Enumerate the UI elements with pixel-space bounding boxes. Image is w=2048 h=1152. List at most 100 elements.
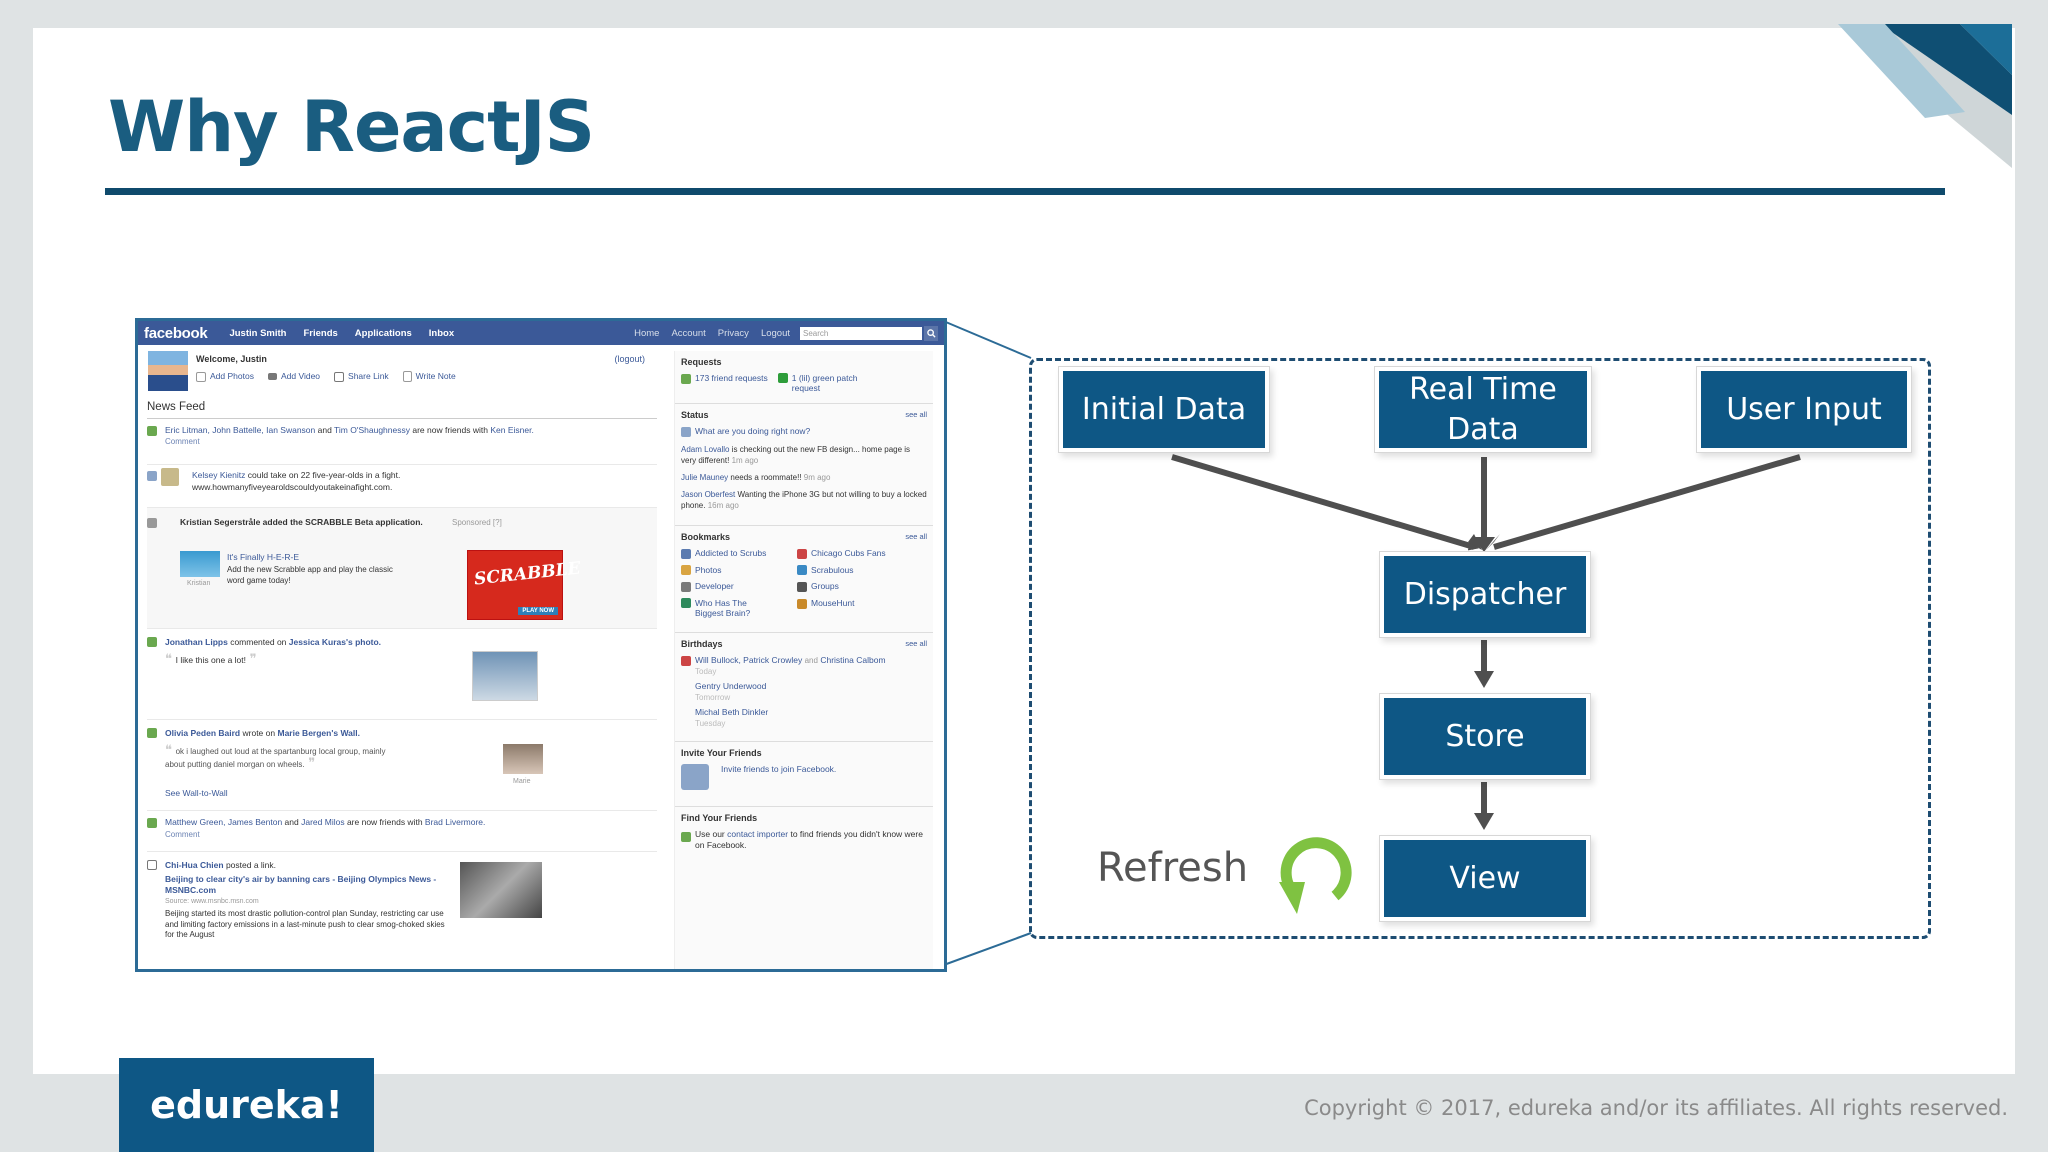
- green-patch-icon: [777, 373, 788, 383]
- bookmark-app-icon: [797, 565, 807, 576]
- facebook-screenshot: facebook Justin Smith Friends Applicatio…: [135, 318, 947, 972]
- feed-item: Eric Litman, John Battelle, Ian Swanson …: [147, 419, 657, 465]
- comment-icon: [147, 637, 157, 647]
- facebook-sidebar: Requests 173 friend requests 1 (lil) gre…: [674, 351, 933, 969]
- feed-item: Matthew Green, James Benton and Jared Mi…: [147, 811, 657, 852]
- nav-applications[interactable]: Applications: [354, 327, 412, 339]
- feed-item: Jonathan Lipps commented on Jessica Kura…: [147, 629, 657, 720]
- refresh-arrow-icon: [1279, 837, 1352, 914]
- photos-icon: [681, 565, 691, 576]
- news-feed-title: News Feed: [147, 401, 657, 419]
- friends-icon: [681, 373, 691, 384]
- play-now-button[interactable]: PLAY NOW: [518, 607, 558, 615]
- dispatcher-box: Dispatcher: [1380, 552, 1590, 637]
- bookmark-item[interactable]: Developer: [681, 581, 797, 592]
- bookmark-item[interactable]: Scrabulous: [797, 565, 917, 576]
- flux-diagram-border: [1029, 358, 1931, 939]
- avatar[interactable]: [161, 468, 179, 486]
- search-button[interactable]: [924, 325, 938, 341]
- photo-thumbnail[interactable]: [472, 651, 538, 701]
- invite-friends-link[interactable]: Invite friends to join Facebook.: [721, 764, 837, 774]
- scrabble-thumbnail[interactable]: [180, 551, 220, 577]
- green-patch-request-link[interactable]: 1 (lil) green patch request: [777, 373, 878, 393]
- friend-requests-link[interactable]: 173 friend requests: [681, 373, 768, 393]
- search-input[interactable]: Search: [800, 326, 922, 340]
- sponsored-label[interactable]: Sponsored [?]: [452, 518, 502, 527]
- refresh-label: Refresh: [1097, 845, 1249, 891]
- note-icon: [402, 371, 412, 383]
- bookmark-item[interactable]: MouseHunt: [797, 598, 917, 618]
- requests-section: Requests 173 friend requests 1 (lil) gre…: [675, 351, 933, 397]
- logout-link[interactable]: (logout): [614, 354, 645, 364]
- page-title: Why ReactJS: [108, 86, 595, 168]
- welcome-text: Welcome, Justin: [196, 354, 267, 364]
- wall-post-icon: [147, 728, 157, 738]
- bookmark-app-icon: [797, 598, 807, 609]
- nav-privacy[interactable]: Privacy: [717, 327, 749, 339]
- initial-data-box: Initial Data: [1059, 367, 1269, 452]
- view-box: View: [1380, 836, 1590, 921]
- see-all-link[interactable]: see all: [905, 410, 927, 419]
- birthday-icon: [681, 656, 691, 666]
- scrabble-ad-image[interactable]: SCRABBLE PLAY NOW: [467, 550, 581, 620]
- facebook-logo[interactable]: facebook: [144, 324, 208, 342]
- article-thumbnail[interactable]: [460, 862, 542, 918]
- invite-friends-icon: [681, 764, 709, 790]
- nav-account[interactable]: Account: [671, 327, 706, 339]
- facebook-top-bar: facebook Justin Smith Friends Applicatio…: [138, 321, 944, 345]
- user-icon: [147, 471, 157, 481]
- user-icon: [681, 426, 691, 437]
- copyright-text: Copyright © 2017, edureka and/or its aff…: [1304, 1096, 2008, 1120]
- camera-icon: [196, 371, 206, 382]
- ad-headline-link[interactable]: It's Finally H-E-R-E: [227, 552, 299, 562]
- bookmark-item[interactable]: Addicted to Scrubs: [681, 548, 797, 559]
- nav-logout[interactable]: Logout: [760, 327, 790, 339]
- see-all-link[interactable]: see all: [905, 639, 927, 648]
- share-link-action[interactable]: Share Link: [334, 371, 389, 382]
- share-icon: [334, 371, 345, 382]
- store-box: Store: [1380, 694, 1590, 779]
- feed-item: Chi-Hua Chien posted a link. Beijing to …: [147, 852, 657, 952]
- search-icon: [926, 328, 936, 338]
- bookmark-item[interactable]: Photos: [681, 565, 797, 576]
- find-friends-section: Find Your Friends Use our contact import…: [675, 806, 933, 855]
- nav-friends[interactable]: Friends: [303, 327, 338, 339]
- friends-icon: [147, 426, 157, 436]
- status-prompt[interactable]: What are you doing right now?: [681, 426, 927, 437]
- comment-link[interactable]: Comment: [165, 830, 200, 839]
- see-wall-link[interactable]: See Wall-to-Wall: [165, 788, 228, 798]
- nav-profile[interactable]: Justin Smith: [229, 327, 287, 339]
- feed-item: Olivia Peden Baird wrote on Marie Bergen…: [147, 720, 657, 811]
- contact-importer-link[interactable]: contact importer: [727, 829, 789, 839]
- bookmark-item[interactable]: Who Has The Biggest Brain?: [681, 598, 797, 618]
- edureka-logo: edureka!: [119, 1058, 374, 1152]
- video-icon: [267, 373, 277, 381]
- nav-home[interactable]: Home: [634, 327, 660, 339]
- bookmark-item[interactable]: Groups: [797, 581, 917, 592]
- groups-icon: [797, 582, 807, 592]
- user-input-box: User Input: [1697, 367, 1911, 452]
- developer-icon: [681, 582, 691, 592]
- title-underline: [105, 188, 1945, 195]
- nav-inbox[interactable]: Inbox: [428, 327, 455, 339]
- invite-section: Invite Your Friends Invite friends to jo…: [675, 741, 933, 794]
- friends-icon: [147, 818, 157, 828]
- avatar[interactable]: [503, 744, 543, 774]
- app-icon: [147, 518, 157, 528]
- add-photos-action[interactable]: Add Photos: [196, 371, 254, 382]
- bookmark-item[interactable]: Chicago Cubs Fans: [797, 548, 917, 559]
- write-note-action[interactable]: Write Note: [402, 371, 456, 383]
- sponsored-feed-item: Kristian Segerstråle added the SCRABBLE …: [147, 508, 657, 629]
- avatar[interactable]: [148, 351, 188, 391]
- article-link[interactable]: Beijing to clear city's air by banning c…: [165, 874, 437, 895]
- news-feed-column: Welcome, Justin (logout) Add Photos Add …: [147, 351, 657, 969]
- link-icon: [147, 860, 157, 870]
- add-video-action[interactable]: Add Video: [267, 371, 320, 382]
- bookmark-app-icon: [681, 598, 691, 608]
- comment-link[interactable]: Comment: [165, 437, 200, 446]
- welcome-block: Welcome, Justin (logout) Add Photos Add …: [147, 351, 657, 395]
- see-all-link[interactable]: see all: [905, 531, 927, 541]
